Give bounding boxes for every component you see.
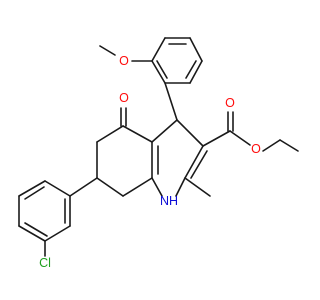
- bond: [190, 150, 208, 179]
- bond: [185, 60, 197, 79]
- atom-labels: O O O O NH Cl: [39, 54, 261, 270]
- bond: [18, 180, 46, 197]
- amine-label: NH: [160, 194, 178, 208]
- ester-carbonyl-oxygen-label: O: [225, 96, 235, 110]
- bond: [44, 180, 71, 197]
- bond: [176, 119, 204, 147]
- bond: [184, 177, 211, 197]
- bond: [229, 130, 251, 146]
- bonds: [18, 37, 299, 257]
- bond: [151, 177, 163, 197]
- bond: [69, 177, 98, 197]
- structure-canvas: O O O O NH Cl: [18, 37, 299, 270]
- bond: [279, 139, 299, 152]
- bond: [151, 119, 178, 143]
- bond: [24, 186, 45, 200]
- ketone-oxygen-label: O: [119, 91, 129, 105]
- ester-ether-oxygen-label: O: [251, 142, 261, 156]
- bond: [96, 177, 124, 197]
- methoxy-oxygen-label: O: [119, 54, 129, 68]
- bond: [99, 45, 116, 56]
- bond: [96, 125, 124, 143]
- bond: [122, 125, 153, 143]
- bond: [24, 222, 48, 237]
- molecule-diagram: O O O O NH Cl: [18, 37, 299, 270]
- bond: [164, 82, 178, 121]
- bond: [18, 225, 46, 242]
- bond: [151, 60, 166, 84]
- bond: [189, 60, 203, 84]
- bond: [184, 145, 204, 179]
- bond: [156, 60, 168, 79]
- bond: [262, 139, 281, 152]
- bond: [175, 177, 186, 197]
- bond: [189, 37, 203, 62]
- bond: [202, 130, 231, 147]
- bond: [44, 225, 71, 242]
- chlorine-label: Cl: [39, 256, 51, 270]
- bond: [151, 37, 166, 62]
- bond: [122, 177, 153, 197]
